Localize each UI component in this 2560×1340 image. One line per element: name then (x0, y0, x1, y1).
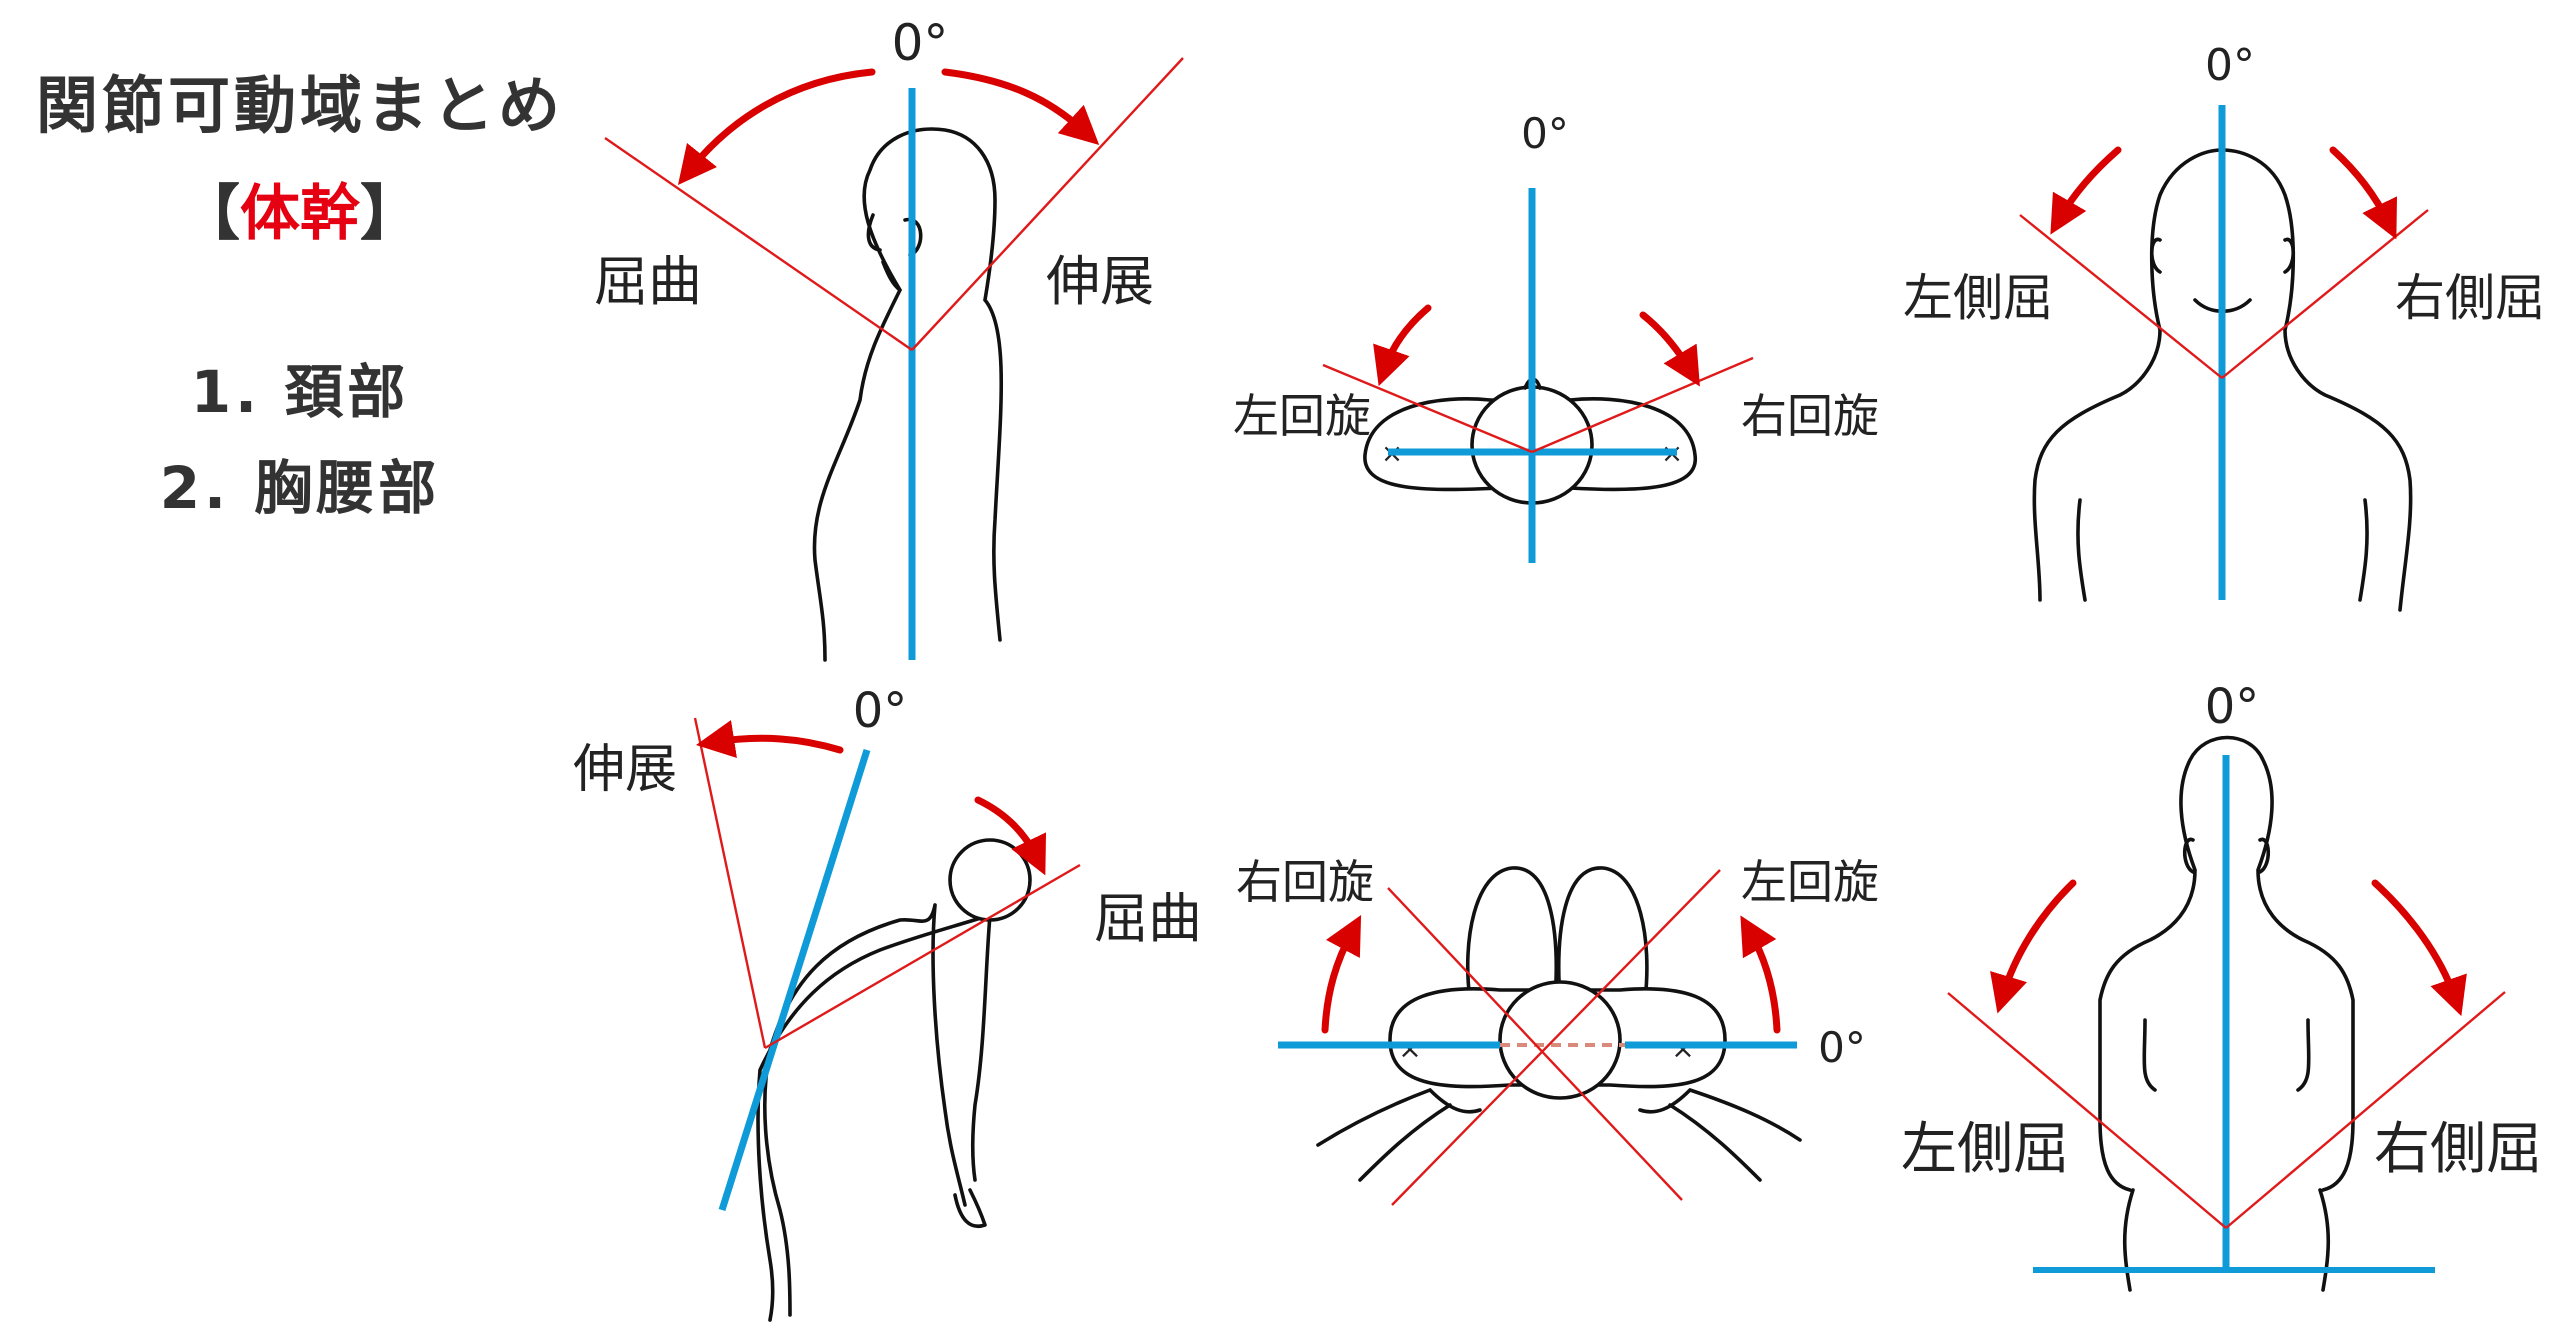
title-block: 関節可動域まとめ 【体幹】 1. 頚部 2. 胸腰部 (20, 55, 580, 536)
panel-neck-lateral-flexion: 0° 左側屈 右側屈 (1903, 40, 2545, 612)
neck-left-lateral-ref-line (2019, 214, 2223, 379)
lateral-zero-label: 0° (2205, 40, 2255, 91)
trunk-side-figure (756, 903, 992, 1322)
trunk-hand-icon (953, 1188, 987, 1228)
neck-zero-label: 0° (892, 14, 949, 72)
panel-neck-flexion-extension: 0° 屈曲 伸展 (594, 14, 1184, 662)
trunk-left-lateral-arrow (1990, 879, 2077, 1014)
trunk-right-lateral-arrow (2371, 879, 2467, 1017)
trunk-right-rotation-ref-line (1387, 887, 1683, 1201)
left-arm-seated (1316, 1088, 1482, 1182)
panel-trunk-rotation: × × 右回旋 左回旋 0° (1236, 855, 1879, 1206)
left-knee (1466, 866, 1558, 1002)
neck-right-rotation-label: 右回旋 (1741, 389, 1879, 443)
trunk-extension-label: 伸展 (573, 740, 677, 800)
trunk-left-lateral-ref-line (1947, 992, 2227, 1229)
trunk-extension-arrow (695, 720, 844, 759)
right-ear-back-icon (2258, 837, 2271, 874)
neck-left-rotation-label: 左回旋 (1233, 389, 1371, 443)
left-ear-back-icon (2182, 837, 2195, 874)
neck-flexion-label: 屈曲 (594, 250, 702, 313)
neck-left-lateral-label: 左側屈 (1903, 269, 2053, 327)
trunk-right-rotation-label: 右回旋 (1236, 855, 1374, 909)
right-arm-seated (1638, 1088, 1802, 1182)
trunk-flexion-arrow (974, 796, 1047, 876)
panel-neck-rotation: × × 0° 左回旋 右回旋 (1233, 109, 1879, 563)
neck-left-rotation-ref-line (1322, 363, 1533, 454)
topic-list-item-neck: 1. 頚部 (190, 358, 410, 426)
neck-flexion-arrow (677, 68, 876, 186)
panel-trunk-lateral-flexion: 0° 左側屈 右側屈 (1901, 679, 2542, 1292)
rotation-zero-label: 0° (1521, 109, 1569, 158)
neck-left-rotation-arrow (1373, 304, 1432, 387)
section-subtitle: 【体幹】 (20, 165, 580, 252)
trunk-flexion-axis (718, 748, 871, 1212)
neck-right-lateral-label: 右側屈 (2395, 269, 2545, 327)
panel-trunk-flexion-extension: 0° 伸展 屈曲 (573, 683, 1202, 1322)
trunk-flexion-label: 屈曲 (1094, 887, 1202, 950)
subtitle-open-bracket: 【 (180, 179, 240, 249)
right-knee (1557, 866, 1649, 1002)
subtitle-accent: 体幹 (240, 179, 360, 249)
right-ear-icon (2283, 237, 2296, 274)
topic-list: 1. 頚部 2. 胸腰部 (20, 344, 580, 536)
trunk-lateral-zero-label: 0° (2205, 679, 2260, 735)
subtitle-close-bracket: 】 (360, 179, 420, 249)
neck-right-rotation-ref-line (1531, 356, 1754, 454)
trunk-zero-label: 0° (853, 683, 908, 739)
neck-right-rotation-arrow (1639, 311, 1700, 387)
neck-left-lateral-arrow (2050, 146, 2122, 235)
trunk-right-lateral-label: 右側屈 (2374, 1117, 2542, 1182)
neck-extension-arrow (941, 68, 1100, 145)
trunk-right-rotation-arrow (1321, 915, 1362, 1034)
trunk-back-figure (2098, 735, 2355, 1292)
head-seated-top-view (1498, 980, 1622, 1100)
trunk-left-rotation-arrow (1740, 915, 1781, 1034)
neck-side-figure (812, 127, 1004, 662)
trunk-left-rotation-ref-line (1391, 869, 1721, 1206)
trunk-right-lateral-ref-line (2225, 991, 2506, 1229)
neck-right-lateral-arrow (2329, 146, 2397, 240)
topic-list-item-thoracolumbar: 2. 胸腰部 (159, 454, 441, 522)
page-title: 関節可動域まとめ (35, 69, 564, 142)
neck-flexion-ref-line (604, 137, 913, 351)
left-ear-icon (2149, 237, 2162, 274)
trunk-rotation-zero-label: 0° (1818, 1023, 1866, 1072)
trunk-left-rotation-label: 左回旋 (1741, 855, 1879, 909)
trunk-flexion-ref-line (764, 863, 1081, 1050)
neck-extension-ref-line (911, 57, 1184, 351)
trunk-head (948, 838, 1032, 922)
trunk-extension-ref-line (693, 717, 767, 1049)
neck-extension-label: 伸展 (1046, 250, 1154, 313)
trunk-left-lateral-label: 左側屈 (1901, 1117, 2069, 1182)
